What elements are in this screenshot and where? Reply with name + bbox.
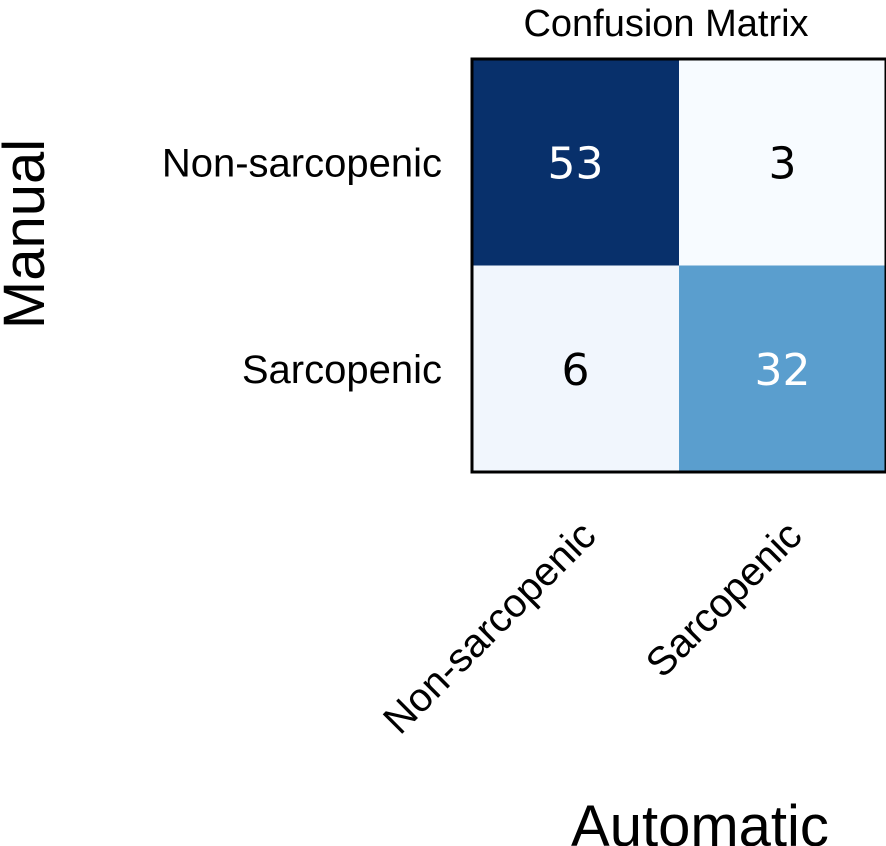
cell-value-label: 6 — [562, 345, 590, 396]
heatmap-cell — [472, 59, 679, 266]
heatmap-cell — [679, 59, 886, 266]
y-tick-label: Sarcopenic — [242, 348, 442, 392]
chart-title: Confusion Matrix — [523, 3, 808, 45]
heatmap-cell — [679, 265, 886, 472]
x-tick-label: Sarcopenic — [638, 513, 811, 686]
x-axis-label: Automatic — [571, 794, 829, 846]
matrix-frame — [470, 57, 886, 474]
y-tick-label: Non-sarcopenic — [162, 141, 442, 185]
heatmap-cells: 53 3 6 32 — [472, 59, 886, 472]
cell-value-label: 3 — [769, 138, 797, 189]
heatmap-cell — [472, 265, 679, 472]
cell-value-label: 32 — [755, 345, 811, 396]
cell-value-label: 53 — [548, 138, 604, 189]
x-tick-label: Non-sarcopenic — [375, 513, 604, 742]
y-axis-label: Manual — [0, 139, 57, 329]
